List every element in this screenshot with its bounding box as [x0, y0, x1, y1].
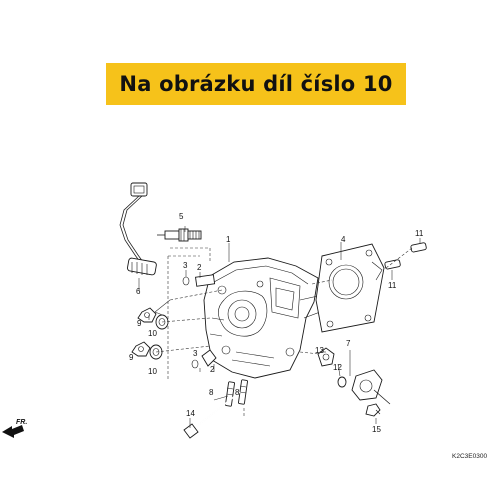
callout-11: 11 [415, 229, 424, 238]
sealing-washer[interactable] [337, 376, 347, 388]
leader-lines [138, 226, 421, 428]
spark-plug[interactable] [157, 228, 202, 242]
drawing-code: K2C3E0300 [452, 453, 487, 460]
callout-11-lower: 11 [388, 281, 397, 290]
temp-sensor[interactable] [317, 347, 335, 367]
washer-upper[interactable] [137, 307, 157, 323]
guide-pipe-lower[interactable] [191, 349, 217, 369]
callout-6: 6 [136, 287, 141, 296]
callout-1: 1 [226, 235, 231, 244]
alignment-lines [155, 247, 413, 418]
callout-5: 5 [179, 212, 184, 221]
front-arrow-icon [2, 425, 24, 438]
callout-7: 7 [346, 339, 351, 348]
callout-3-lower: 3 [193, 349, 198, 358]
callout-8: 8 [209, 388, 214, 397]
cylinder-head[interactable] [203, 257, 321, 379]
callout-4: 4 [341, 235, 346, 244]
callout-10-lower: 10 [148, 367, 157, 376]
callout-10: 10 [148, 329, 157, 338]
spark-plug-cap[interactable] [119, 182, 157, 276]
guide-pipe-upper[interactable] [182, 274, 216, 287]
stud-bolts[interactable] [225, 379, 248, 407]
bolt-small[interactable] [365, 403, 381, 417]
callout-14: 14 [186, 409, 195, 418]
callout-9-lower: 9 [129, 353, 134, 362]
callout-8-second: 8 [235, 388, 240, 397]
head-gasket[interactable] [315, 243, 385, 333]
front-label: FR. [16, 419, 27, 426]
banner-text: Na obrázku díl číslo 10 [119, 72, 393, 96]
callout-13: 13 [315, 346, 324, 355]
cam-chain-tensioner[interactable] [351, 369, 391, 405]
washer-lower[interactable] [131, 341, 151, 357]
long-bolt[interactable] [183, 391, 241, 439]
callout-2: 2 [197, 263, 202, 272]
callout-15: 15 [372, 425, 381, 434]
callout-12: 12 [333, 363, 342, 372]
callout-9: 9 [137, 319, 142, 328]
part-number-banner: Na obrázku díl číslo 10 [106, 63, 406, 105]
callout-2-lower: 2 [210, 365, 215, 374]
dowel-pin-lower[interactable] [384, 259, 401, 270]
callout-3: 3 [183, 261, 188, 270]
dowel-pin-upper[interactable] [410, 242, 427, 253]
